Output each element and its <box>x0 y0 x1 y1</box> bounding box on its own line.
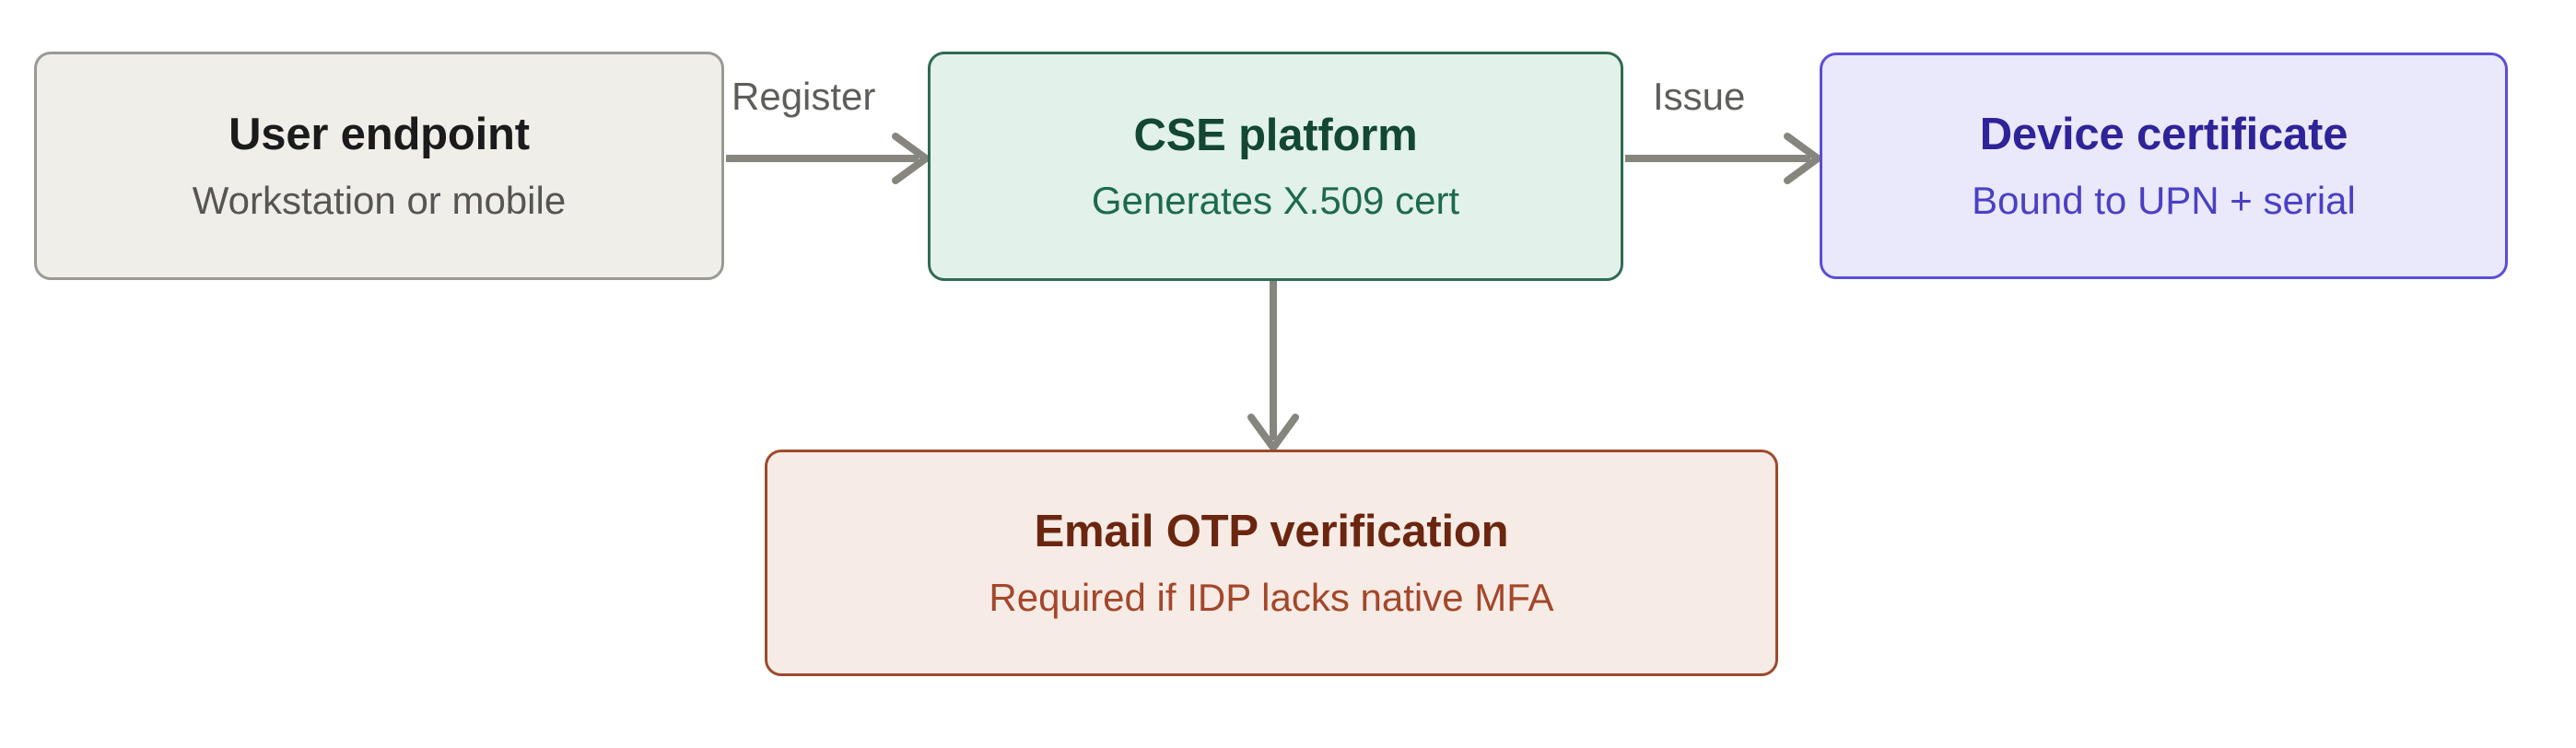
node-cse-platform[interactable]: CSE platform Generates X.509 cert <box>928 52 1623 281</box>
node-subtitle: Bound to UPN + serial <box>1972 178 2356 222</box>
arrowhead-icon <box>892 133 930 184</box>
arrowhead-icon <box>1247 414 1299 451</box>
node-title: CSE platform <box>1133 110 1418 160</box>
arrowhead-icon <box>1784 133 1821 184</box>
edge-label-register: Register <box>728 76 880 118</box>
node-title: Email OTP verification <box>1034 507 1509 557</box>
node-user-endpoint[interactable]: User endpoint Workstation or mobile <box>34 52 724 280</box>
node-subtitle: Required if IDP lacks native MFA <box>989 575 1554 619</box>
edge-label-issue: Issue <box>1649 76 1750 118</box>
node-subtitle: Workstation or mobile <box>192 178 567 222</box>
edge-cse-to-cert <box>1625 133 1821 184</box>
edge-endpoint-to-cse <box>726 133 930 184</box>
node-title: Device certificate <box>1979 110 2348 160</box>
node-title: User endpoint <box>228 110 530 160</box>
edge-cse-to-otp <box>1247 281 1299 451</box>
node-subtitle: Generates X.509 cert <box>1091 179 1460 223</box>
node-email-otp-verification[interactable]: Email OTP verification Required if IDP l… <box>765 450 1778 676</box>
node-device-certificate[interactable]: Device certificate Bound to UPN + serial <box>1820 53 2508 279</box>
